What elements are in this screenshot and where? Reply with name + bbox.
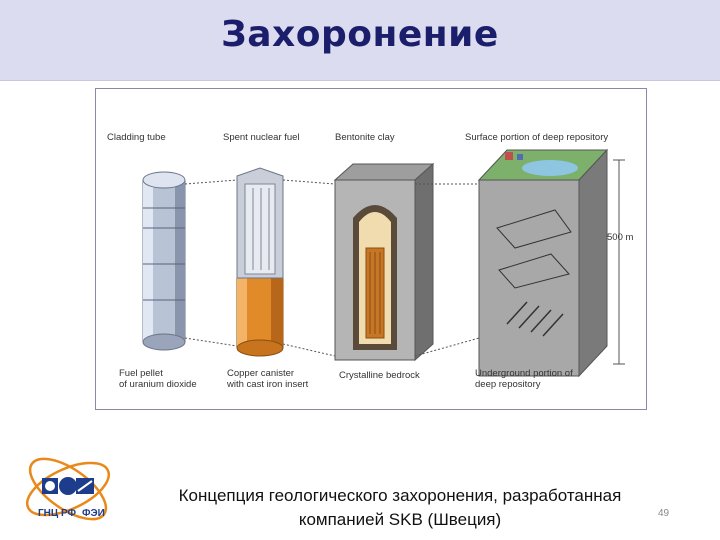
connector-lines (184, 179, 480, 357)
svg-text:ФЭИ: ФЭИ (82, 508, 105, 519)
bentonite-block-drawing (333, 162, 435, 362)
bedrock-block-drawing (477, 148, 625, 378)
institute-logo: ГНЦ РФ ФЭИ (18, 444, 118, 534)
label-underground-2: deep repository (475, 379, 541, 390)
caption-line-2: компанией SKB (Швеция) (298, 510, 502, 529)
svg-text:ГНЦ РФ: ГНЦ РФ (38, 508, 77, 519)
title-bar: Захоронение (0, 0, 720, 81)
label-surface-repository: Surface portion of deep repository (465, 132, 609, 143)
label-cladding-tube: Cladding tube (107, 132, 166, 143)
repository-illustration (95, 88, 647, 410)
repository-figure: Cladding tube Spent nuclear fuel Bentoni… (95, 88, 647, 410)
cladding-tube-drawing (142, 171, 186, 351)
label-fuel-pellet-2: of uranium dioxide (119, 379, 197, 390)
copper-canister-drawing (236, 167, 284, 357)
caption-line-1: Концепция геологического захоронения, ра… (178, 486, 622, 505)
label-spent-fuel: Spent nuclear fuel (223, 132, 300, 143)
slide-caption: Концепция геологического захоронения, ра… (120, 484, 680, 532)
label-canister-1: Copper canister (227, 368, 295, 379)
label-canister-2: with cast iron insert (227, 379, 309, 390)
label-bedrock: Crystalline bedrock (339, 370, 420, 381)
page-number: 49 (658, 508, 670, 519)
label-fuel-pellet-1: Fuel pellet (119, 368, 163, 379)
label-bentonite: Bentonite clay (335, 132, 395, 143)
slide-title: Захоронение (221, 14, 499, 55)
label-underground-1: Underground portion of (475, 368, 573, 379)
label-depth: 500 m (607, 232, 634, 243)
